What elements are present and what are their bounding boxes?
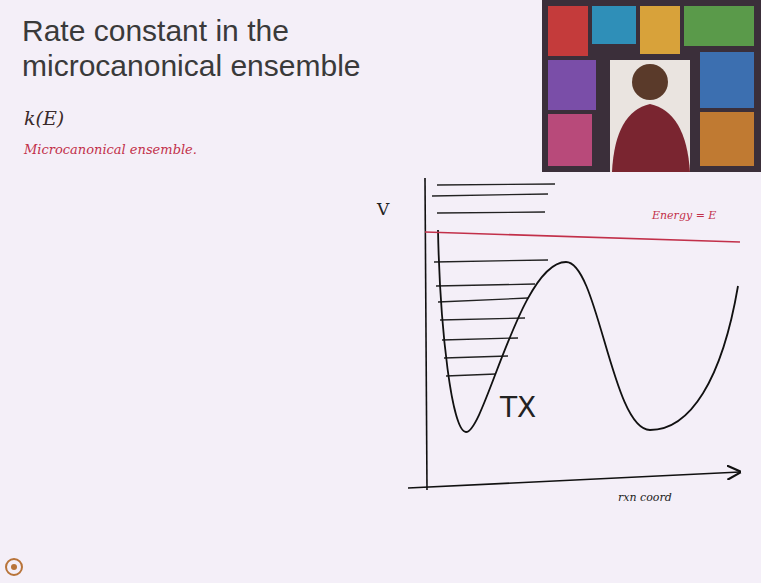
energy-label: Energy = E (652, 210, 716, 223)
axis-label: V (377, 200, 389, 220)
axes (408, 178, 740, 490)
logo (6, 559, 22, 575)
transition-label: TX (500, 392, 536, 424)
webcam-inset (542, 0, 761, 172)
energy-levels (432, 184, 555, 376)
axis-label: rxn coord (618, 492, 672, 505)
logo-dot (11, 564, 17, 570)
energy-line (425, 232, 740, 242)
note: Microcanonical ensemble. (24, 143, 197, 158)
potential-curve (438, 230, 738, 432)
slide-title: Rate constant in the microcanonical ense… (22, 14, 382, 83)
rate-symbol: k(E) (24, 108, 64, 130)
